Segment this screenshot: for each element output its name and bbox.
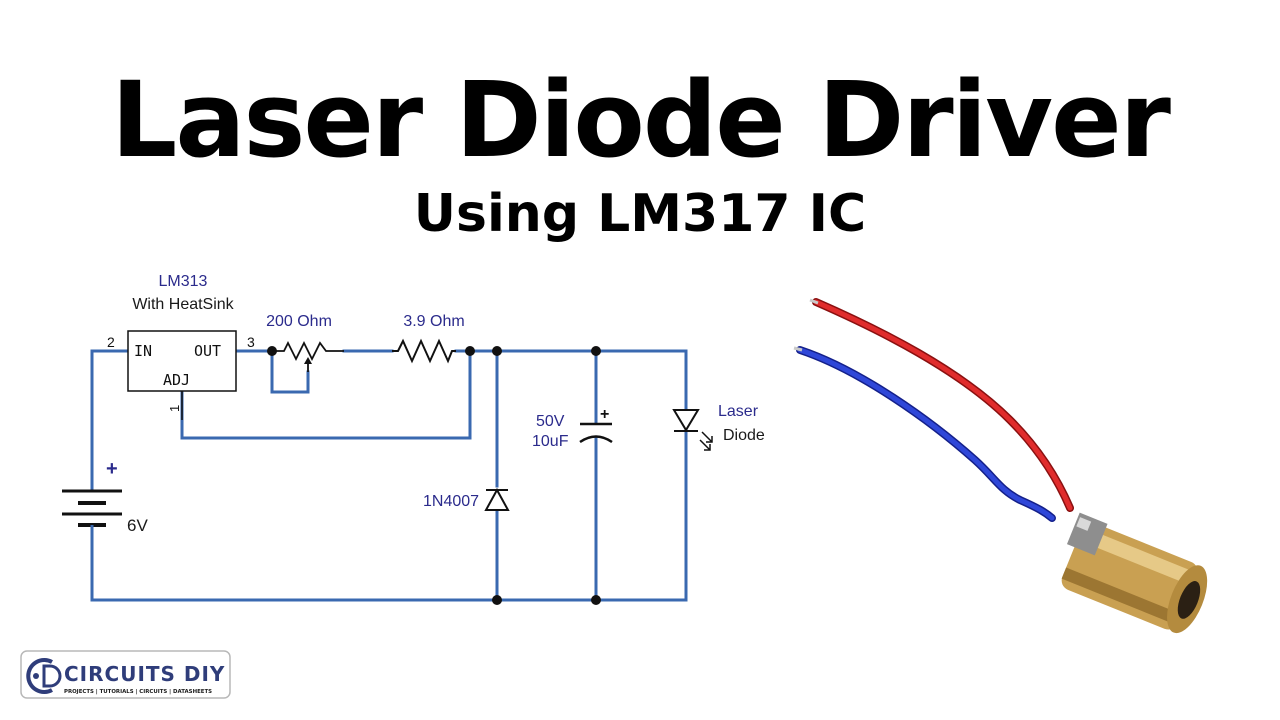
- capacitor-voltage-label: 50V: [536, 413, 565, 430]
- blue-wire: [796, 346, 1056, 522]
- resistor: 3.9 Ohm: [392, 313, 465, 364]
- wire-battery-to-in: [90, 349, 130, 490]
- protection-diode: 1N4007: [423, 487, 510, 511]
- wire-pot-wiper: [270, 349, 310, 394]
- brass-shadow: [1061, 567, 1182, 626]
- battery: + 6V: [62, 458, 148, 540]
- logo-frame: [20, 650, 231, 699]
- pin-out-number: 3: [247, 334, 255, 350]
- regulator-note: With HeatSink: [132, 296, 234, 313]
- red-wire-highlight: [813, 299, 1073, 511]
- laser-label-line2: Diode: [723, 427, 765, 444]
- pin-adj-label: ADJ: [163, 371, 190, 389]
- pin-in-number: 2: [107, 334, 115, 350]
- lens-aperture: [1177, 581, 1201, 619]
- laser-label-line1: Laser: [718, 403, 759, 420]
- battery-voltage-label: 6V: [127, 516, 148, 535]
- capacitor: + 50V 10uF: [532, 406, 613, 450]
- diode-triangle-icon: [484, 487, 510, 511]
- potentiometer-zigzag: [272, 340, 344, 362]
- pcb-back: [1066, 512, 1108, 556]
- junctions: [267, 346, 601, 605]
- circuits-diy-logo: CIRCUITS DIY PROJECTS | TUTORIALS | CIRC…: [20, 650, 231, 699]
- pin-in-label: IN: [134, 342, 152, 360]
- logo-d-shape: [42, 664, 62, 688]
- laser-diode-triangle-icon: [672, 409, 700, 432]
- junction-dot: [465, 346, 475, 356]
- brass-body: [1061, 512, 1208, 634]
- resistor-label: 3.9 Ohm: [403, 313, 464, 330]
- red-wire: [812, 298, 1074, 512]
- diode-label: 1N4007: [423, 493, 479, 510]
- regulator-name: LM313: [159, 273, 208, 290]
- resistor-zigzag: [392, 338, 456, 364]
- junction-dot: [591, 346, 601, 356]
- junction-dot: [591, 595, 601, 605]
- potentiometer: 200 Ohm: [266, 313, 344, 372]
- pin-adj-number: 1: [167, 405, 182, 412]
- junction-dot: [492, 346, 502, 356]
- junction-dot: [492, 595, 502, 605]
- logo-c-shape: [26, 658, 53, 694]
- blue-wire-tip: [793, 346, 803, 352]
- wire-ground-rail: [90, 538, 688, 602]
- capacitor-value-label: 10uF: [532, 433, 569, 450]
- sub-title: Using LM317 IC: [413, 184, 867, 244]
- logo-dot: [33, 673, 39, 679]
- wiper-arrow-icon: [304, 357, 312, 364]
- laser-diode: Laser Diode: [672, 403, 765, 451]
- potentiometer-label: 200 Ohm: [266, 313, 332, 330]
- emission-arrows-icon: [699, 431, 713, 451]
- red-wire-tip: [809, 298, 819, 305]
- logo-tagline: PROJECTS | TUTORIALS | CIRCUITS | DATASH…: [64, 689, 212, 695]
- capacitor-plus-sign: +: [600, 406, 609, 423]
- solder-pad: [1076, 517, 1092, 531]
- laser-module-photo: [793, 298, 1208, 634]
- capacitor-plate-curved: [579, 435, 613, 444]
- pin-out-label: OUT: [194, 342, 221, 360]
- brass-highlight: [1077, 526, 1198, 587]
- blue-wire-highlight: [797, 347, 1055, 521]
- regulator-ic: LM313 With HeatSink IN OUT ADJ 2 3 1: [107, 273, 255, 420]
- main-title: Laser Diode Driver: [111, 59, 1171, 181]
- battery-plus-sign: +: [106, 458, 118, 480]
- logo-brand-text: CIRCUITS DIY: [64, 662, 225, 686]
- cd-logo-icon: [26, 658, 62, 694]
